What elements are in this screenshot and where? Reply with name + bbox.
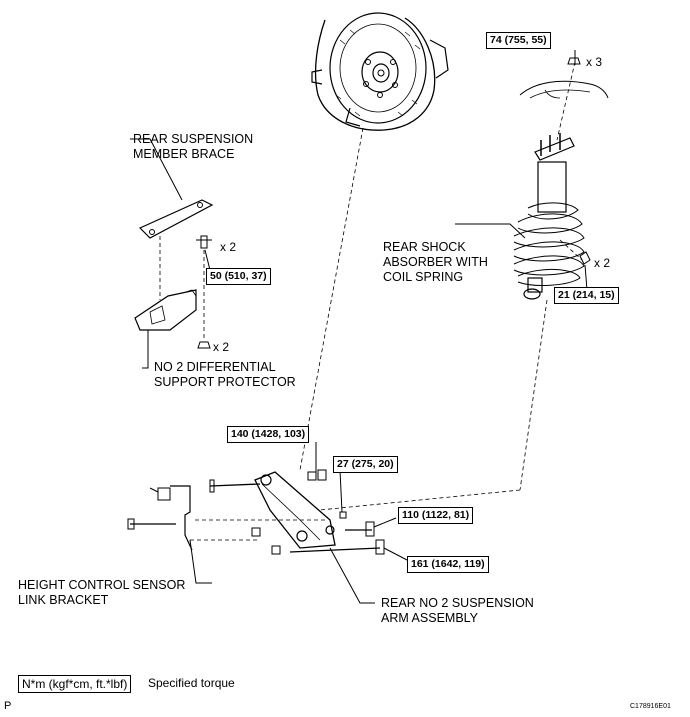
qty-shock-lower-bolt: x 2 xyxy=(594,256,611,270)
label-line: ARM ASSEMBLY xyxy=(381,611,479,625)
qty-top-nut: x 3 xyxy=(586,55,603,69)
label-differential-protector: NO 2 DIFFERENTIAL SUPPORT PROTECTOR xyxy=(154,360,296,390)
label-line: ABSORBER WITH xyxy=(383,255,488,269)
label-line: REAR SHOCK xyxy=(383,240,466,254)
upper-body-panel-illustration xyxy=(519,57,609,99)
brake-disc-hub-illustration xyxy=(311,12,449,131)
figure-code: C178916E01 xyxy=(630,703,671,710)
label-line: MEMBER BRACE xyxy=(133,147,235,161)
label-line: NO 2 DIFFERENTIAL xyxy=(154,360,276,374)
dashed-alignment-lines xyxy=(159,61,583,541)
differential-protector-illustration xyxy=(134,289,211,349)
torque-arm-bolt-161: 161 (1642, 119) xyxy=(407,556,489,573)
legend-unit-box: N*m (kgf*cm, ft.*lbf) xyxy=(18,675,132,693)
torque-top-nut: 74 (755, 55) xyxy=(486,32,551,49)
label-line: REAR NO 2 SUSPENSION xyxy=(381,596,534,610)
label-line: COIL SPRING xyxy=(383,270,464,284)
torque-shock-lower-bolt: 21 (214, 15) xyxy=(554,287,619,304)
torque-arm-bolt-27: 27 (275, 20) xyxy=(333,456,398,473)
label-line: REAR SUSPENSION xyxy=(133,132,254,146)
label-line: HEIGHT CONTROL SENSOR xyxy=(18,578,186,592)
label-height-sensor-bracket: HEIGHT CONTROL SENSOR LINK BRACKET xyxy=(18,578,185,608)
legend-text: Specified torque xyxy=(148,676,235,690)
label-line: LINK BRACKET xyxy=(18,593,109,607)
qty-protector-nut: x 2 xyxy=(213,340,230,354)
torque-arm-bolt-110: 110 (1122, 81) xyxy=(398,507,474,524)
label-shock-absorber: REAR SHOCK ABSORBER WITH COIL SPRING xyxy=(383,240,488,285)
label-line: SUPPORT PROTECTOR xyxy=(154,375,296,389)
height-sensor-bracket-illustration xyxy=(127,485,193,551)
shock-absorber-illustration xyxy=(513,133,591,300)
label-suspension-arm: REAR NO 2 SUSPENSION ARM ASSEMBLY xyxy=(381,596,534,626)
torque-brace-bolt: 50 (510, 37) xyxy=(206,268,271,285)
footer-left-mark: P xyxy=(4,700,12,712)
qty-brace-bolt: x 2 xyxy=(220,240,237,254)
label-member-brace: REAR SUSPENSION MEMBER BRACE xyxy=(133,132,253,162)
suspension-arm-illustration xyxy=(209,469,385,555)
torque-arm-bolt-140: 140 (1428, 103) xyxy=(227,426,310,443)
member-brace-illustration xyxy=(138,199,214,249)
leader-lines xyxy=(130,50,588,604)
